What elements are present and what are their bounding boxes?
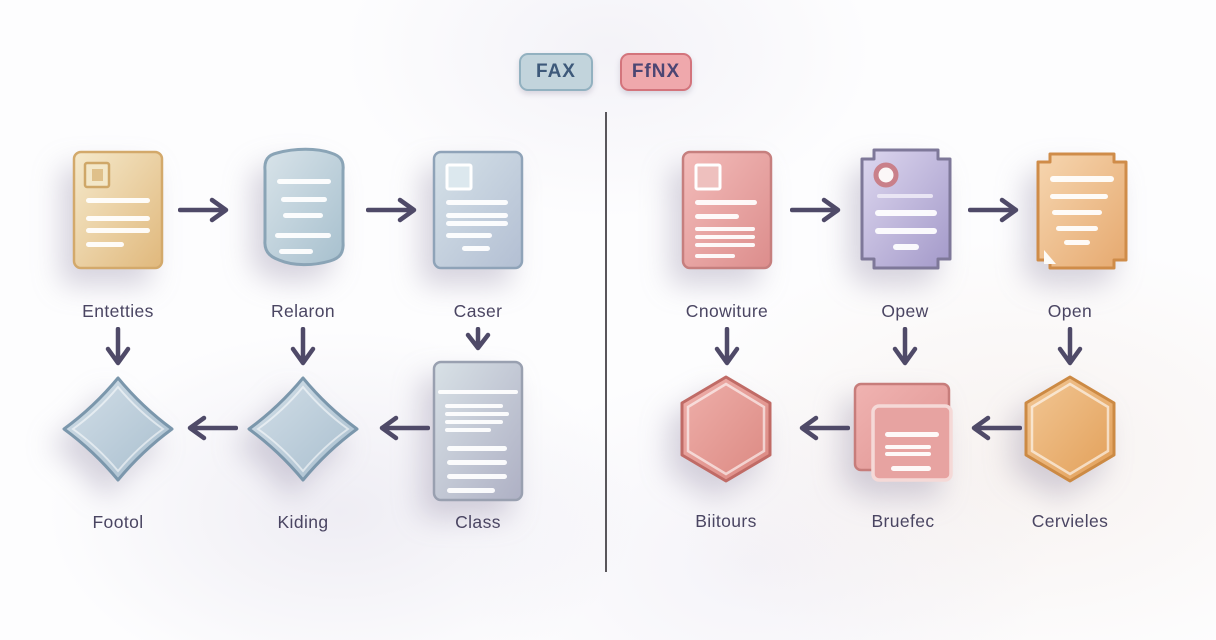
arrow-right-icon xyxy=(790,197,846,223)
node-label-cnowiture: Cnowiture xyxy=(685,301,769,321)
legend-badge-ffnx: FfNX xyxy=(620,53,692,91)
node-kiding xyxy=(243,374,363,484)
legend-badge-fax: FAX xyxy=(519,53,593,91)
panel-divider-line xyxy=(605,112,607,572)
node-label-bruefec: Bruefec xyxy=(871,511,935,531)
node-label-entetties: Entetties xyxy=(82,301,154,321)
node-label-relaron: Relaron xyxy=(270,301,336,321)
diamond-icon xyxy=(247,376,359,482)
node-label-caser: Caser xyxy=(453,301,503,321)
node-label-opew: Opew xyxy=(881,301,929,321)
node-label-class: Class xyxy=(455,512,501,532)
arrow-down-icon xyxy=(714,327,740,371)
arrow-left-icon xyxy=(794,415,850,441)
node-caser xyxy=(432,150,524,270)
arrow-left-icon xyxy=(966,415,1022,441)
arrow-right-icon xyxy=(178,197,234,223)
arrow-down-icon xyxy=(105,327,131,371)
arrow-down-icon xyxy=(290,327,316,371)
node-label-footol: Footol xyxy=(92,512,144,532)
node-entetties xyxy=(72,150,164,270)
node-label-open: Open xyxy=(1047,301,1093,321)
arrow-right-icon xyxy=(366,197,422,223)
node-bruefec xyxy=(851,380,955,484)
node-relaron xyxy=(255,147,351,269)
node-open xyxy=(1036,152,1128,270)
arrow-down-icon xyxy=(892,327,918,371)
node-cnowiture xyxy=(681,150,773,270)
document-icon xyxy=(432,150,524,270)
diamond-icon xyxy=(62,376,174,482)
stacked-documents-icon xyxy=(853,382,953,482)
node-label-kiding: Kiding xyxy=(277,512,329,532)
arrow-down-icon xyxy=(465,327,491,355)
certificate-icon xyxy=(1036,152,1128,270)
node-footol xyxy=(58,374,178,484)
document-icon xyxy=(72,150,164,270)
hexagon-icon xyxy=(1024,375,1116,483)
document-detailed-icon xyxy=(432,360,524,502)
node-label-biitours: Biitours xyxy=(695,511,757,531)
arrow-right-icon xyxy=(968,197,1024,223)
document-icon xyxy=(681,150,773,270)
node-biitours xyxy=(678,374,774,484)
arrow-down-icon xyxy=(1057,327,1083,371)
node-cervieles xyxy=(1022,374,1118,484)
certificate-seal-icon xyxy=(860,148,952,270)
node-opew xyxy=(860,148,952,270)
hexagon-icon xyxy=(680,375,772,483)
arrow-left-icon xyxy=(374,415,430,441)
node-class xyxy=(432,360,524,502)
document-curled-icon xyxy=(263,147,345,267)
arrow-left-icon xyxy=(182,415,238,441)
node-label-cervieles: Cervieles xyxy=(1031,511,1109,531)
